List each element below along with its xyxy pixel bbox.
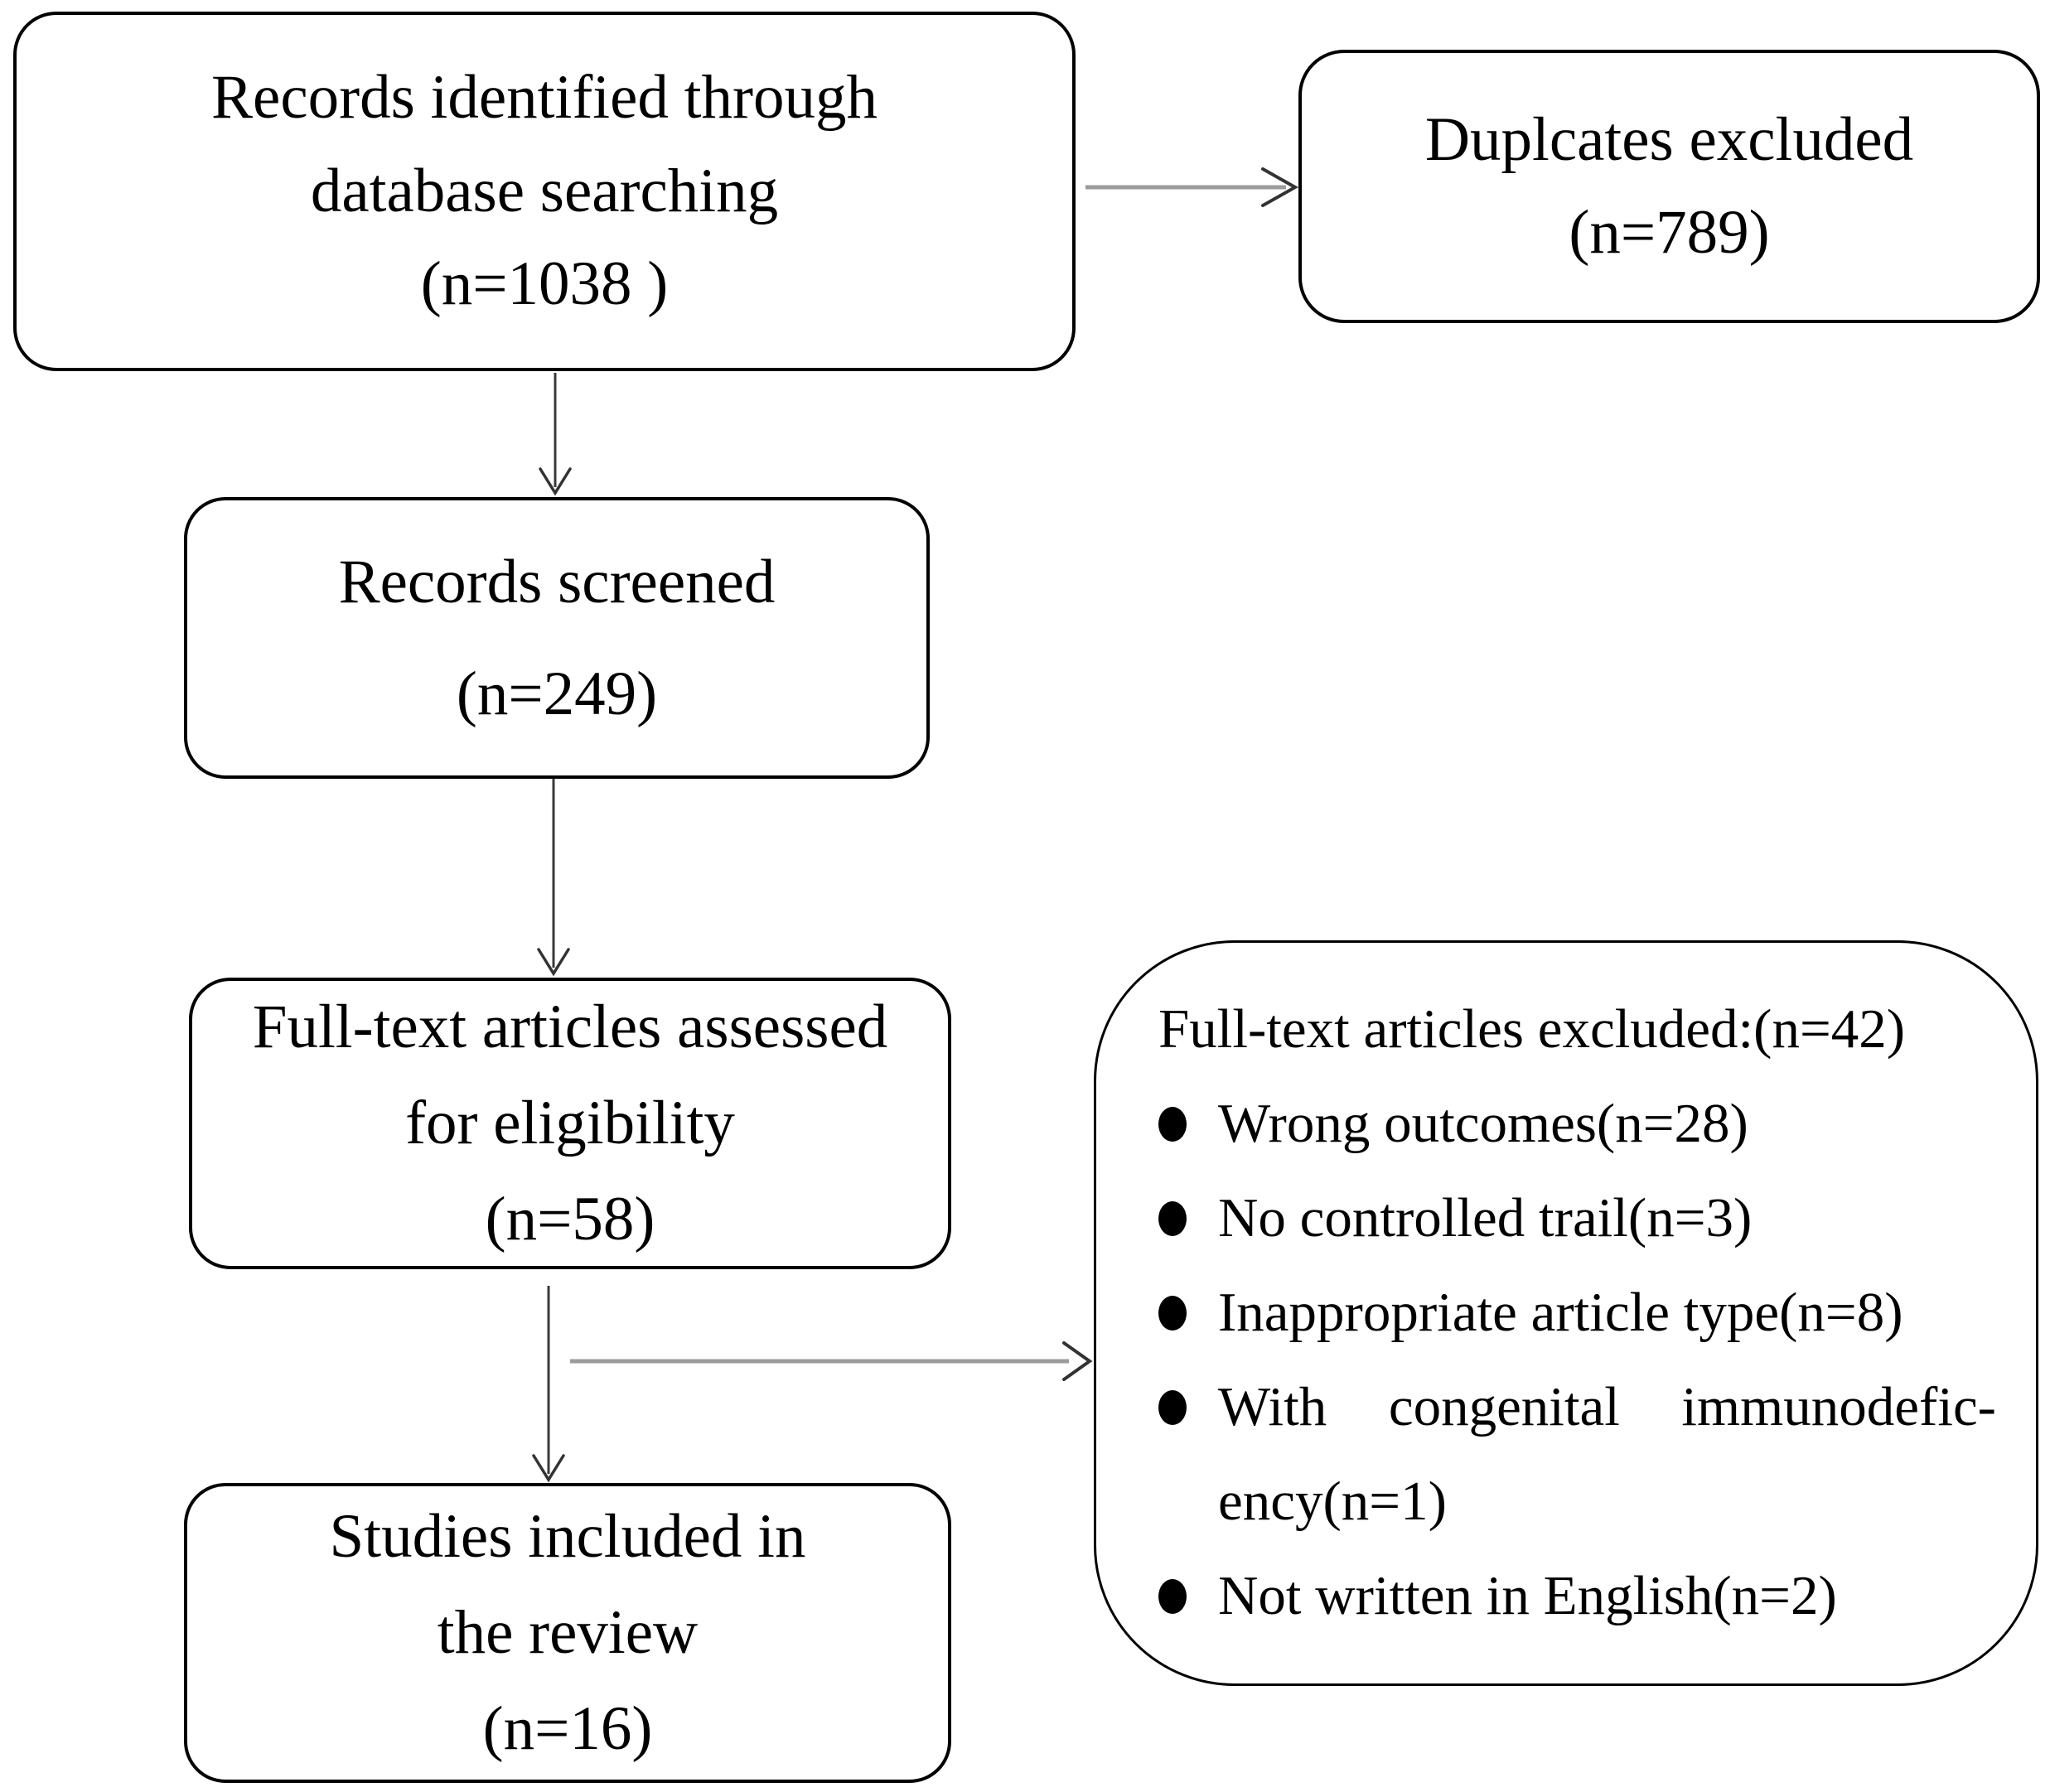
box-line: the review xyxy=(437,1597,699,1667)
excluded-item: No controlled trail(n=3) xyxy=(1158,1171,2021,1266)
box-line: (n=58) xyxy=(485,1185,655,1254)
excluded-item-text: With congenital immunodefic- ency(n=1) xyxy=(1218,1360,2021,1549)
excluded-title: Full-text articles excluded:(n=42) xyxy=(1158,998,1906,1060)
bullet-icon xyxy=(1158,1578,1187,1614)
box-fulltext-assessed: Full-text articles assessed for eligibil… xyxy=(189,978,951,1269)
excluded-item-text: Wrong outcomes(n=28) xyxy=(1218,1093,1748,1155)
excluded-item: With congenital immunodefic- ency(n=1) xyxy=(1158,1360,2021,1549)
bullet-icon xyxy=(1158,1296,1187,1331)
box-records-screened: Records screened (n=249) xyxy=(184,497,930,779)
arrow-identified-to-duplicates xyxy=(1085,167,1299,207)
box-line: (n=1038 ) xyxy=(420,249,669,319)
box-studies-included: Studies included in the review (n=16) xyxy=(184,1483,951,1783)
box-line: (n=249) xyxy=(456,659,658,728)
box-duplicates-excluded: Duplcates excluded (n=789) xyxy=(1298,50,2040,323)
box-line: for eligibility xyxy=(405,1088,735,1157)
box-line: (n=789) xyxy=(1569,198,1770,267)
excluded-item: Not written in English(n=2) xyxy=(1158,1549,2021,1644)
box-line: Full-text articles assessed xyxy=(252,992,888,1061)
excluded-item-line2: ency(n=1) xyxy=(1218,1470,1447,1532)
bullet-icon xyxy=(1158,1201,1187,1237)
box-line: database searching xyxy=(310,156,779,225)
box-line: Duplcates excluded xyxy=(1424,104,1914,174)
arrow-identified-to-screened xyxy=(539,373,572,496)
arrow-fulltext-to-included xyxy=(532,1286,565,1483)
bullet-icon xyxy=(1158,1389,1187,1425)
arrow-screened-to-fulltext xyxy=(537,779,570,977)
arrow-fulltext-to-excluded xyxy=(570,1341,1093,1381)
bullet-icon xyxy=(1158,1107,1187,1142)
excluded-item-text: Not written in English(n=2) xyxy=(1218,1564,1837,1626)
box-records-identified: Records identified through database sear… xyxy=(13,12,1076,371)
excluded-item: Wrong outcomes(n=28) xyxy=(1158,1077,2021,1171)
excluded-item-text: Inappropriate article type(n=8) xyxy=(1218,1282,1903,1344)
box-line: (n=16) xyxy=(482,1694,653,1764)
box-line: Records identified through xyxy=(211,63,878,133)
excluded-item: Inappropriate article type(n=8) xyxy=(1158,1266,2021,1360)
box-fulltext-excluded: Full-text articles excluded:(n=42) Wrong… xyxy=(1094,940,2038,1686)
excluded-item-text: No controlled trail(n=3) xyxy=(1218,1187,1753,1249)
box-line: Studies included in xyxy=(329,1501,806,1571)
excluded-item-line1: With congenital immunodefic- xyxy=(1218,1375,1996,1437)
box-line: Records screened xyxy=(338,548,776,616)
